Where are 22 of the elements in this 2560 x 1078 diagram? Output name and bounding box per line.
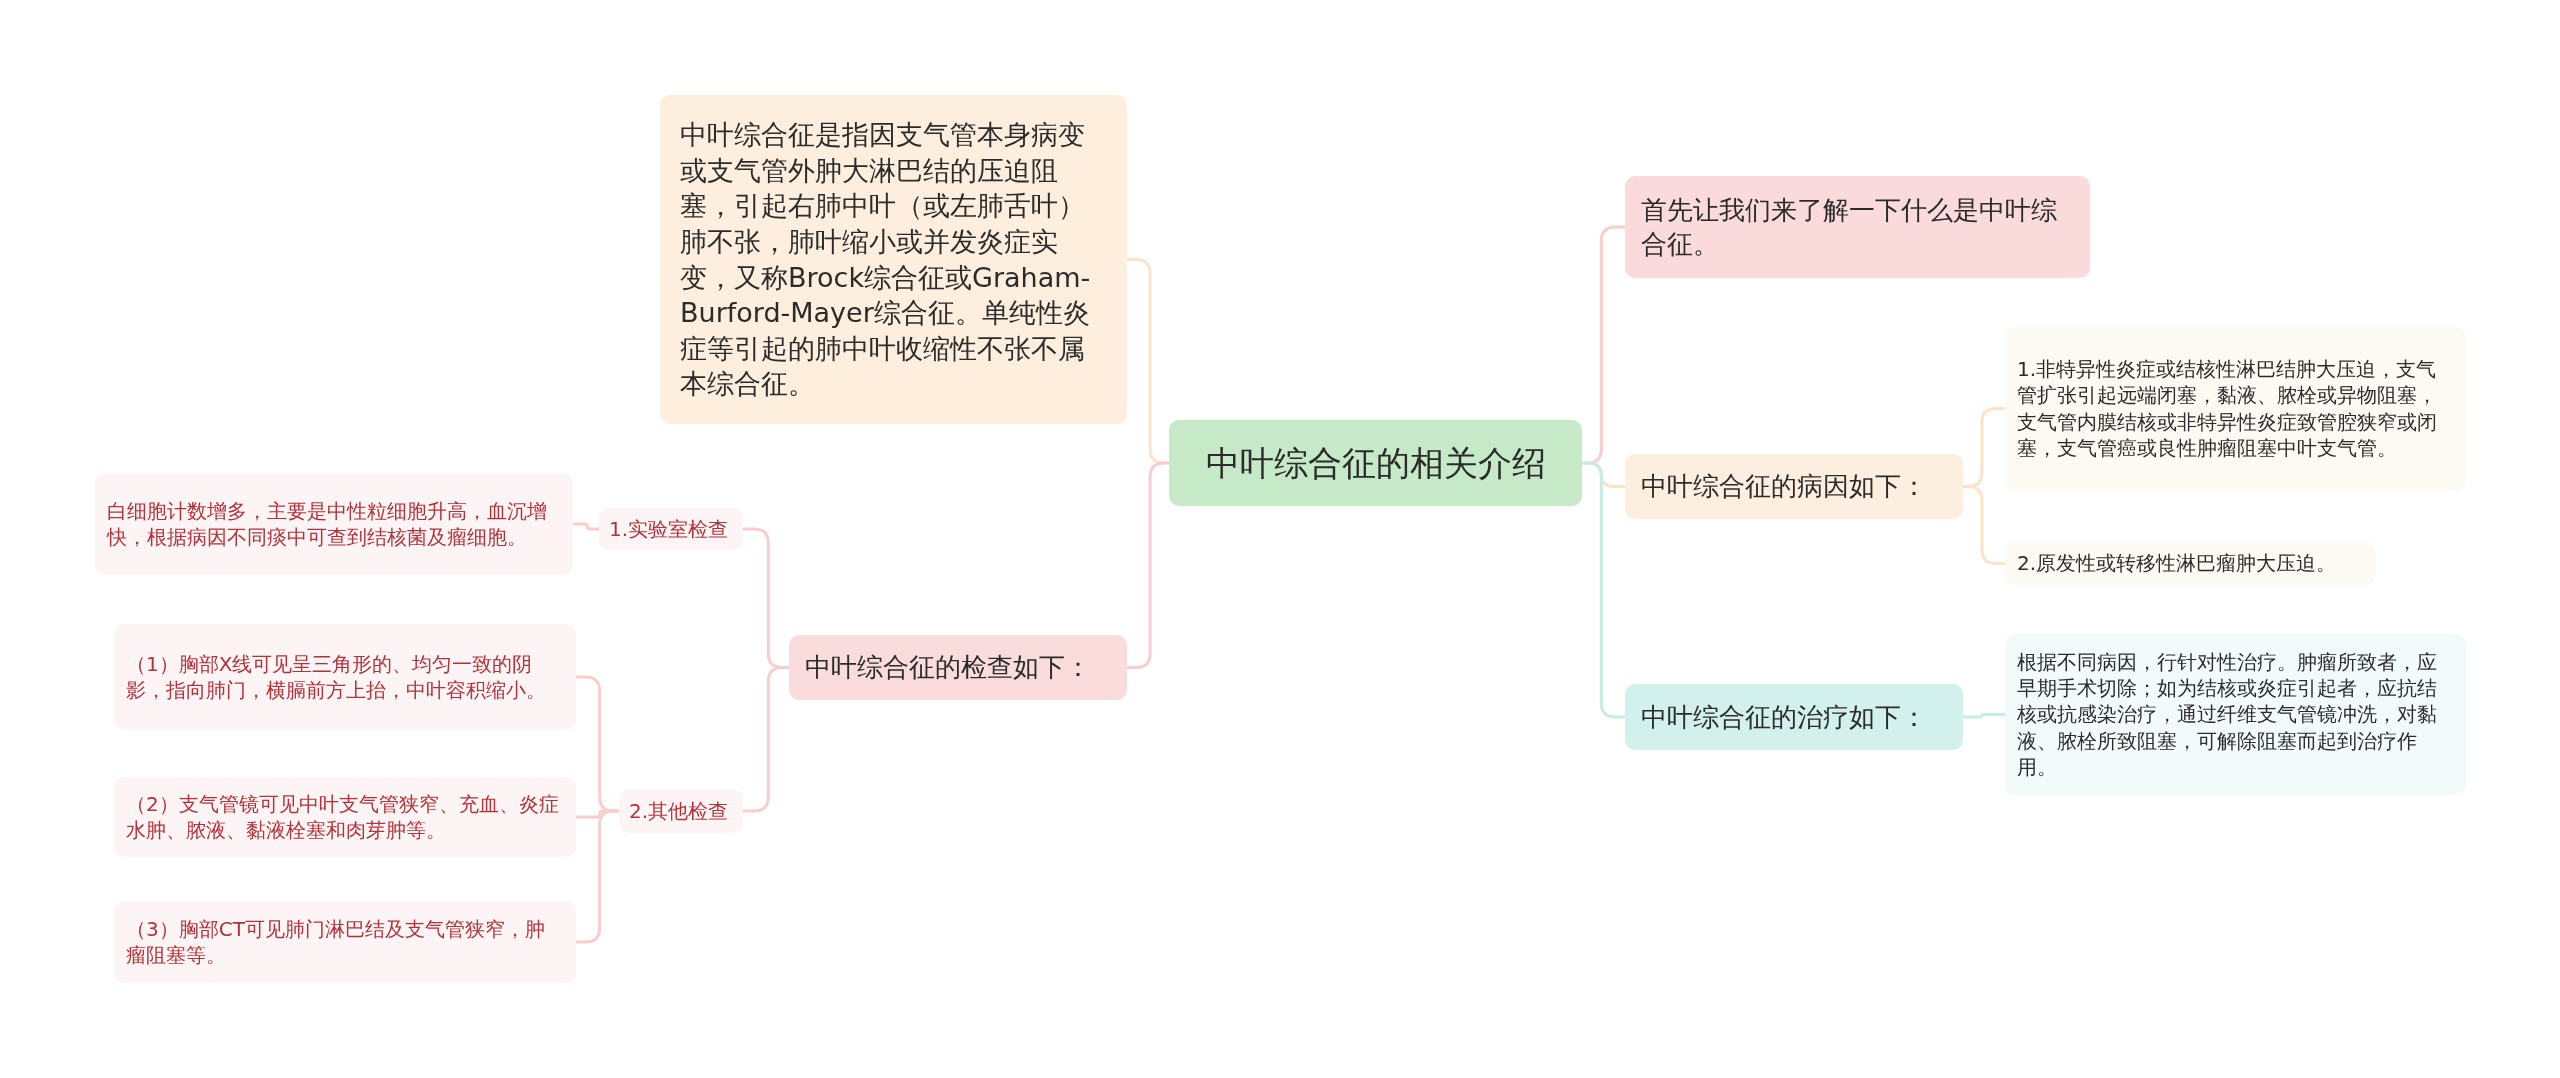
connector-line xyxy=(1582,461,1625,719)
subtopic-box: 2.其他检查 xyxy=(619,789,743,833)
subtopic-box: 1.非特异性炎症或结核性淋巴结肿大压迫，支气管扩张引起远端闭塞，黏液、脓栓或异物阻塞，支气管内膜结核或非特异性炎症致管腔狭窄或闭塞，支气管癌或良性肿瘤阻塞中叶支气管。 xyxy=(2005,327,2466,490)
topic-box: 中叶综合征是指因支气管本身病变或支气管外肿大淋巴结的压迫阻塞，引起右肺中叶（或左肺舌叶）肺不张，肺叶缩小或并发炎症实变，又称Brock综合征或Graham-Burford-Mayer综合征。单纯性炎症等引起的肺中叶收缩性不张不属本综合征。 xyxy=(660,95,1127,424)
connector-line xyxy=(1963,485,2005,565)
connector-line xyxy=(743,666,789,813)
topic-box: 中叶综合征的病因如下： xyxy=(1625,454,1963,519)
connector-line xyxy=(1127,461,1169,669)
subtopic-box: 白细胞计数增多，主要是中性粒细胞升高，血沉增快，根据病因不同痰中可查到结核菌及瘤细胞。 xyxy=(95,473,573,575)
subtopic-box: （2）支气管镜可见中叶支气管狭窄、充血、炎症水肿、脓液、黏液栓塞和肉芽肿等。 xyxy=(114,777,576,857)
subtopic-box: 1.实验室检查 xyxy=(599,508,743,550)
connector-line xyxy=(576,809,619,944)
topic-box: 中叶综合征的相关介绍 xyxy=(1169,420,1582,506)
subtopic-box: （1）胸部X线可见呈三角形的、均匀一致的阴影，指向肺门，横膈前方上抬，中叶容积缩小。 xyxy=(114,624,576,730)
topic-box: 首先让我们来了解一下什么是中叶综合征。 xyxy=(1625,176,2090,278)
topic-box: 中叶综合征的检查如下： xyxy=(789,635,1127,700)
connector-line xyxy=(573,522,599,531)
subtopic-box: （3）胸部CT可见肺门淋巴结及支气管狭窄，肿瘤阻塞等。 xyxy=(114,901,576,983)
connector-line xyxy=(1963,713,2005,719)
subtopic-box: 2.原发性或转移性淋巴瘤肿大压迫。 xyxy=(2005,542,2376,585)
subtopic-box: 根据不同病因，行针对性治疗。肿瘤所致者，应早期手术切除；如为结核或炎症引起者，应抗结核或抗感染治疗，通过纤维支气管镜冲洗，对黏液、脓栓所致阻塞，可解除阻塞而起到治疗作用。 xyxy=(2005,634,2466,795)
topic-box: 中叶综合征的治疗如下： xyxy=(1625,684,1963,750)
